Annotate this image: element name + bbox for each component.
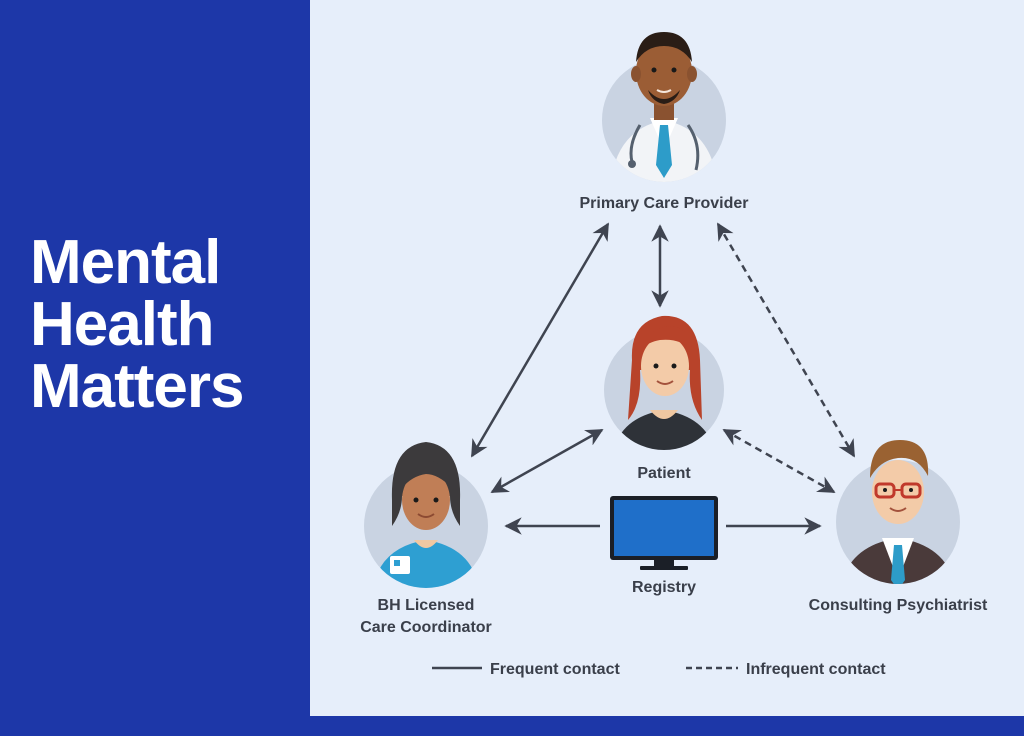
coordinator-label-line-1: BH Licensed [378,597,475,614]
infrequent-contact-arrows [716,222,856,494]
arrow-patient-coordinator [490,428,604,494]
care-coordinator-avatar [364,442,488,588]
patient-label: Patient [637,465,691,482]
frequent-contact-arrows [470,222,822,535]
title-line-3: Matters [30,352,245,421]
primary-care-provider-avatar [602,32,726,182]
primary-care-provider-label: Primary Care Provider [580,195,749,212]
diagram-panel: Primary Care Provider Patient [310,0,1024,716]
psychiatrist-label: Consulting Psychiatrist [809,597,988,614]
psychiatrist-avatar [836,440,960,584]
patient-avatar [604,315,724,450]
page-title: Mental Health Matters [30,228,245,421]
title-line-2: Health [30,290,214,359]
bottom-strip [310,716,1024,736]
legend-frequent-label: Frequent contact [490,661,620,678]
registry-label: Registry [632,579,696,596]
arrow-patient-psychiatrist [722,428,836,494]
arrow-pcp-coordinator [470,222,610,458]
title-line-1: Mental [30,228,221,297]
arrow-pcp-psychiatrist [716,222,856,458]
coordinator-label-line-2: Care Coordinator [360,619,492,636]
legend: Frequent contact Infrequent contact [432,661,886,678]
care-team-diagram: Primary Care Provider Patient [360,32,988,678]
legend-infrequent-label: Infrequent contact [746,661,886,678]
registry-monitor-icon [610,496,718,570]
left-panel: Mental Health Matters [0,0,310,736]
